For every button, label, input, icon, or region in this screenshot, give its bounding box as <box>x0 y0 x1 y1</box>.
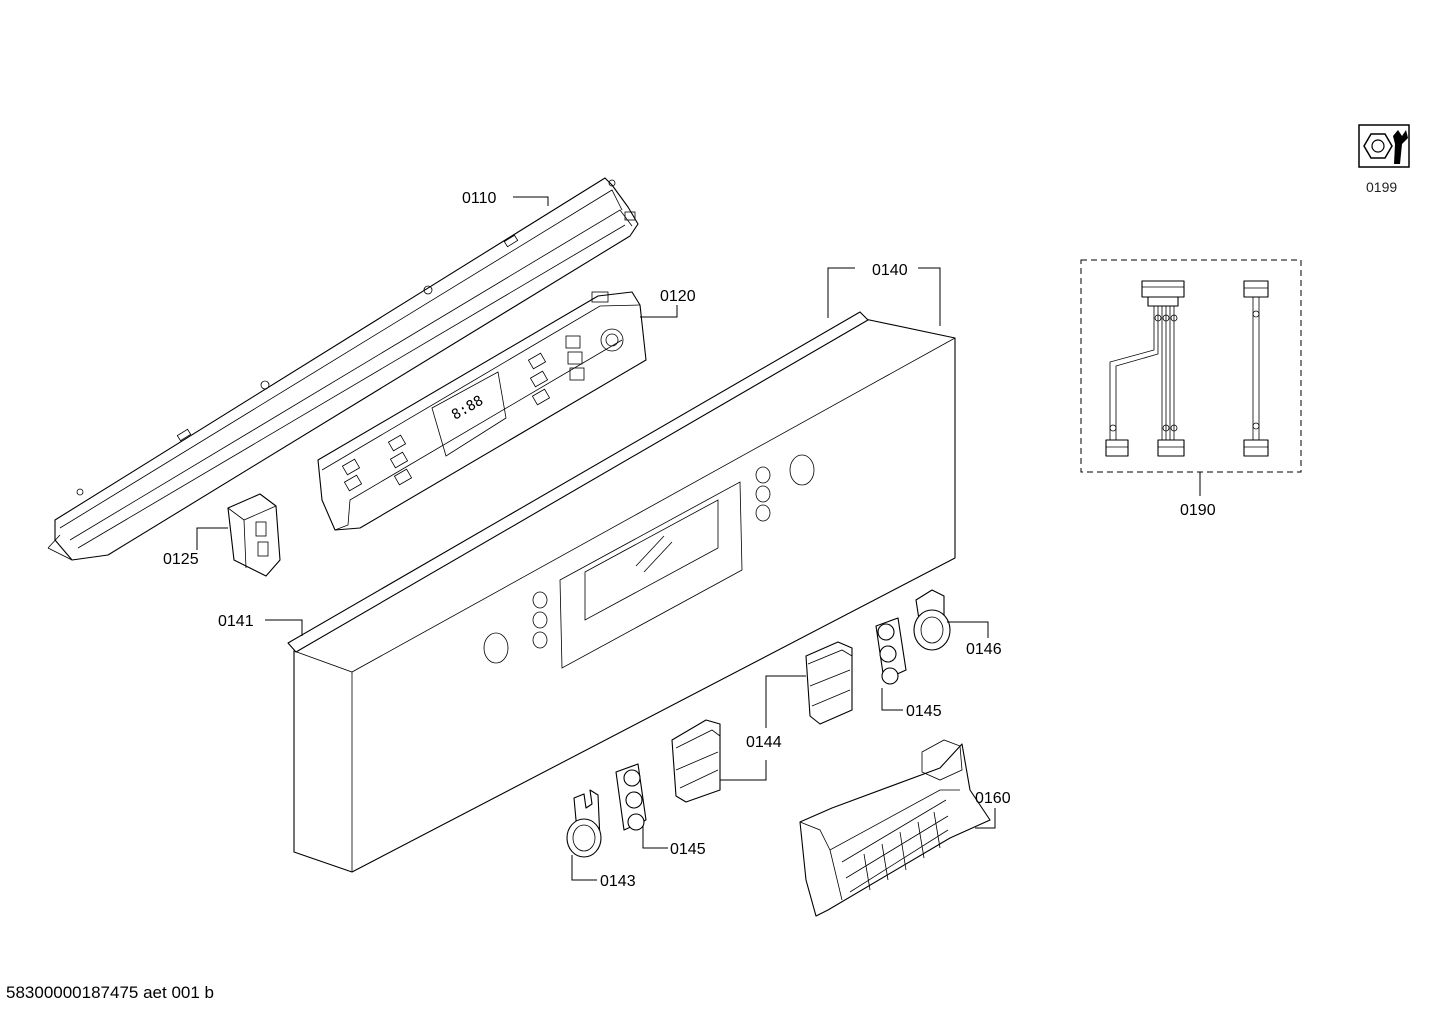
part-0110-rail[interactable] <box>47 177 639 561</box>
label-0120: 0120 <box>660 288 696 305</box>
part-0143-knob[interactable] <box>566 789 602 858</box>
part-0146-knob[interactable] <box>913 589 951 651</box>
label-0144: 0144 <box>746 734 782 751</box>
part-0125-clip[interactable] <box>227 493 281 577</box>
label-0140: 0140 <box>872 262 908 279</box>
label-0125: 0125 <box>163 551 199 568</box>
label-0145-upper: 0145 <box>906 703 942 720</box>
label-0190: 0190 <box>1180 502 1216 519</box>
label-0146: 0146 <box>966 641 1002 658</box>
document-id: 58300000187475 aet 001 b <box>6 983 214 1002</box>
label-0199: 0199 <box>1366 179 1397 195</box>
hex-nut-wrench-icon[interactable] <box>1358 124 1410 168</box>
part-0190-harness-set[interactable] <box>1080 259 1302 473</box>
label-0141: 0141 <box>218 613 254 630</box>
part-0120-control-module[interactable]: 8:88 <box>317 291 647 531</box>
label-0143: 0143 <box>600 873 636 890</box>
part-0145-buttons-lower[interactable] <box>615 763 647 831</box>
part-0141-seal-strip[interactable] <box>287 311 869 653</box>
label-0110: 0110 <box>462 190 497 207</box>
label-0160: 0160 <box>975 790 1011 807</box>
part-0144-key-block-upper[interactable] <box>805 641 853 725</box>
part-0160-holder[interactable] <box>799 739 991 917</box>
part-0144-key-block-lower[interactable] <box>671 719 721 803</box>
label-0145-lower: 0145 <box>670 841 706 858</box>
part-0145-buttons-upper[interactable] <box>875 617 907 685</box>
